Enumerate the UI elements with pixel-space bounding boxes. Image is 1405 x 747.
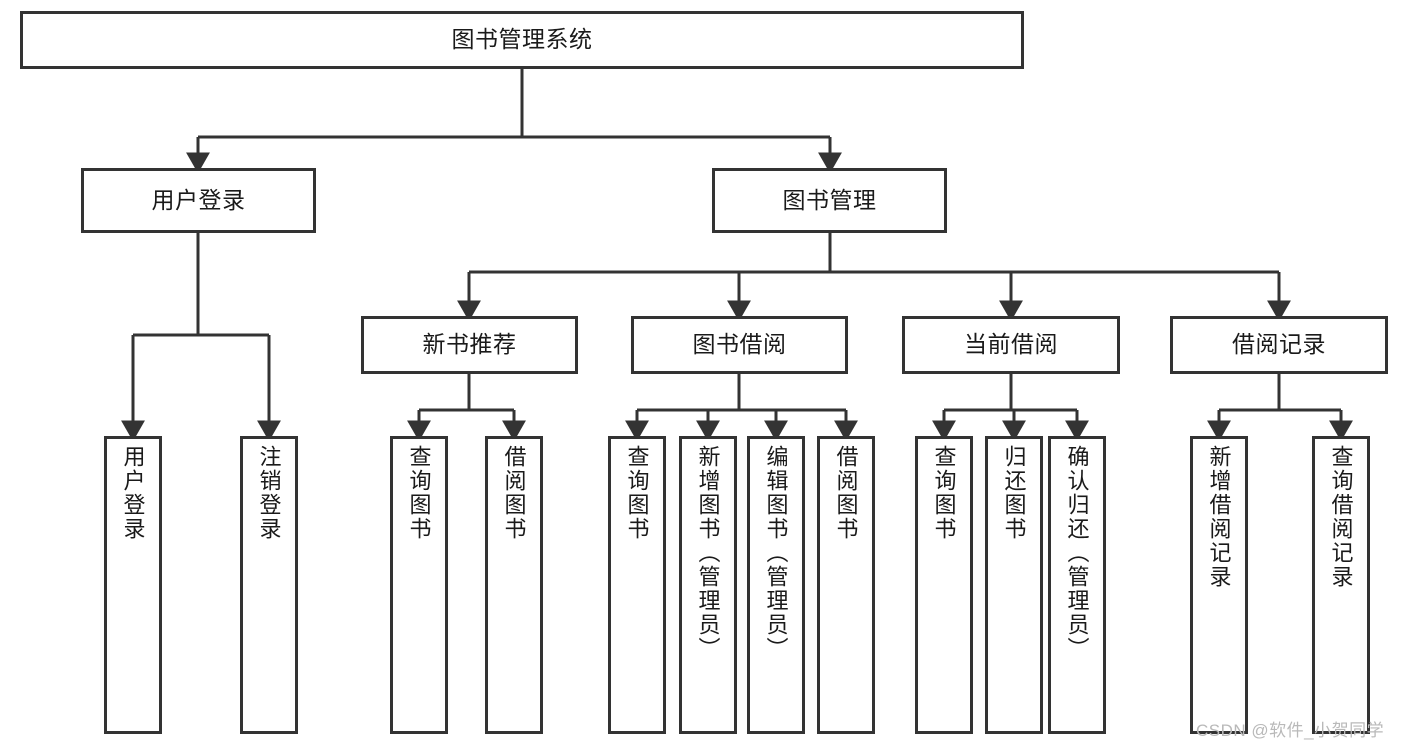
node-root[interactable]: 图书管理系统 [20,11,1024,69]
leaf-node-add-book-label: 新增图书（管理员） [695,445,721,661]
leaf-node-confirm-return[interactable]: 确认归还（管理员） [1048,436,1106,734]
leaf-node-borrow-book-recommend-label: 借阅图书 [501,445,527,541]
leaf-node-query-book-recommend[interactable]: 查询图书 [390,436,448,734]
node-book-management[interactable]: 图书管理 [712,168,947,233]
node-book-borrow-label: 图书借阅 [692,331,787,358]
leaf-node-query-borrow-record[interactable]: 查询借阅记录 [1312,436,1370,734]
node-book-borrow[interactable]: 图书借阅 [631,316,848,374]
leaf-node-logout-label: 注销登录 [256,445,282,541]
leaf-node-query-book-current[interactable]: 查询图书 [915,436,973,734]
leaf-node-return-book-label: 归还图书 [1001,445,1027,541]
leaf-node-query-book-borrow[interactable]: 查询图书 [608,436,666,734]
leaf-node-query-book-current-label: 查询图书 [931,445,957,541]
node-current-borrow[interactable]: 当前借阅 [902,316,1120,374]
leaf-node-borrow-book-recommend[interactable]: 借阅图书 [485,436,543,734]
node-user-login[interactable]: 用户登录 [81,168,316,233]
leaf-node-borrow-book[interactable]: 借阅图书 [817,436,875,734]
leaf-node-edit-book[interactable]: 编辑图书（管理员） [747,436,805,734]
csdn-watermark: CSDN @软件_小贺同学 [1196,721,1385,740]
leaf-node-add-book[interactable]: 新增图书（管理员） [679,436,737,734]
leaf-node-add-borrow-record[interactable]: 新增借阅记录 [1190,436,1248,734]
leaf-node-query-book-recommend-label: 查询图书 [406,445,432,541]
leaf-node-user-login-label: 用户登录 [120,445,146,541]
leaf-node-query-book-borrow-label: 查询图书 [624,445,650,541]
leaf-node-logout[interactable]: 注销登录 [240,436,298,734]
node-current-borrow-label: 当前借阅 [964,331,1058,358]
node-new-book-recommend-label: 新书推荐 [422,331,517,358]
node-user-login-label: 用户登录 [151,186,246,213]
leaf-node-edit-book-label: 编辑图书（管理员） [763,445,789,661]
leaf-node-borrow-book-label: 借阅图书 [833,445,859,541]
node-borrow-record[interactable]: 借阅记录 [1170,316,1388,374]
node-book-management-label: 图书管理 [782,186,877,213]
leaf-node-user-login[interactable]: 用户登录 [104,436,162,734]
leaf-node-return-book[interactable]: 归还图书 [985,436,1043,734]
node-new-book-recommend[interactable]: 新书推荐 [361,316,578,374]
node-root-label: 图书管理系统 [451,26,593,53]
leaf-node-confirm-return-label: 确认归还（管理员） [1064,445,1090,661]
leaf-node-query-borrow-record-label: 查询借阅记录 [1328,445,1354,589]
node-borrow-record-label: 借阅记录 [1232,331,1326,358]
leaf-node-add-borrow-record-label: 新增借阅记录 [1206,445,1232,589]
